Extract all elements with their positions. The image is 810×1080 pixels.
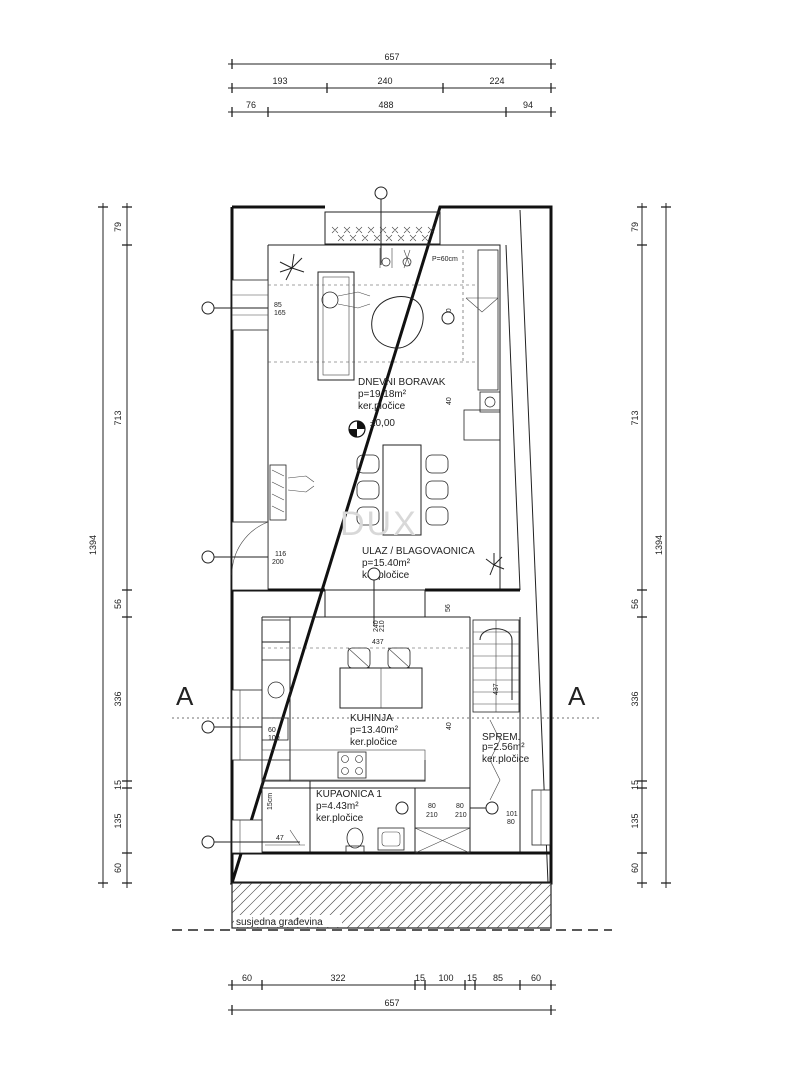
dim-bottom-15a: 15 — [415, 973, 425, 983]
door-entry-bottom: 200 — [272, 559, 284, 566]
level-label: ±0,00 — [370, 418, 395, 429]
room-dining-area: p=15.40m² — [362, 558, 411, 569]
dim-left-56: 56 — [113, 599, 123, 609]
dim-left-total: 1394 — [88, 535, 98, 555]
dim-right-total: 1394 — [654, 535, 664, 555]
opening-w12-top: 101 — [506, 811, 518, 818]
room-kitchen-area: p=13.40m² — [350, 725, 399, 736]
dim-left-336: 336 — [113, 691, 123, 706]
opening-w1-bottom: 165 — [274, 310, 286, 317]
dim-top-row2-b: 240 — [377, 76, 392, 86]
room-bathroom-floor: ker.pločice — [316, 813, 364, 824]
living-furniture — [268, 248, 501, 441]
staircase — [472, 619, 520, 801]
level-marker: ±0,00 — [348, 418, 395, 438]
opening-w4-top: 210 — [379, 620, 386, 632]
opening-w6: 56 — [445, 604, 452, 612]
dim-right-336: 336 — [630, 691, 640, 706]
dim-bottom-60b: 60 — [531, 973, 541, 983]
dim-right-15: 15 — [630, 780, 640, 790]
dim-top-row2-c: 224 — [489, 76, 504, 86]
top-dimension-lines: 657 193 240 224 76 488 94 — [228, 52, 556, 117]
opening-w3: 40 — [446, 397, 453, 405]
dim-right-60: 60 — [630, 863, 640, 873]
bottom-dimension-lines: 60 322 15 100 15 85 60 657 — [228, 973, 556, 1015]
dim-right-56: 56 — [630, 599, 640, 609]
section-line-a: A A — [172, 681, 600, 719]
opening-w13: 47 — [276, 835, 284, 842]
opening-w4-bottom: 240 — [373, 620, 380, 632]
door-entry-top: 116 — [275, 551, 286, 558]
dim-right-79: 79 — [630, 222, 640, 232]
room-storage-name: SPREM. — [482, 732, 520, 743]
room-dining-name: ULAZ / BLAGOVAONICA — [362, 546, 475, 557]
building-outline — [229, 205, 553, 885]
section-label-left: A — [176, 681, 194, 711]
room-kitchen-floor: ker.pločice — [350, 737, 398, 748]
room-living-area: p=19.18m² — [358, 389, 407, 400]
opening-w7: 40 — [446, 722, 453, 730]
section-label-right: A — [568, 681, 586, 711]
room-bathroom-area: p=4.43m² — [316, 801, 359, 812]
dim-bottom-total: 657 — [384, 998, 399, 1008]
dim-top-row3-a: 76 — [246, 100, 256, 110]
dim-top-total: 657 — [384, 52, 399, 62]
dim-bottom-85: 85 — [493, 973, 503, 983]
opening-w11-bottom: 210 — [455, 812, 467, 819]
right-dimension-lines: 1394 79 713 56 336 15 135 60 — [630, 203, 671, 888]
opening-w12-bottom: 80 — [507, 819, 515, 826]
room-dining-floor: ker.pločice — [362, 570, 410, 581]
dining-furniture — [232, 444, 505, 576]
opening-w11-top: 80 — [456, 803, 464, 810]
dim-right-713: 713 — [630, 410, 640, 425]
dim-bottom-15b: 15 — [467, 973, 477, 983]
kitchen-furniture — [261, 619, 470, 781]
opening-w5: 437 — [372, 639, 384, 646]
plant-icon — [279, 253, 305, 281]
neighbor-building-hatch: susjedna građevina — [172, 882, 612, 931]
dim-top-row3-c: 94 — [523, 100, 533, 110]
dim-right-135: 135 — [630, 813, 640, 828]
opening-w9: 437 — [493, 683, 500, 695]
room-living-floor: ker.pločice — [358, 401, 406, 412]
opening-w1-top: 85 — [274, 302, 282, 309]
dim-top-row3-b: 488 — [378, 100, 393, 110]
opening-w8-bottom: 100 — [268, 735, 280, 742]
opening-w8-top: 60 — [268, 727, 276, 734]
dim-bottom-100: 100 — [438, 973, 453, 983]
dim-top-row2-a: 193 — [272, 76, 287, 86]
dim-bottom-322: 322 — [330, 973, 345, 983]
room-storage-floor: ker.pločice — [482, 754, 530, 765]
left-dimension-lines: 1394 79 713 56 336 15 135 60 — [88, 203, 132, 888]
top-window-hatching — [331, 226, 435, 242]
neighbor-label: susjedna građevina — [236, 917, 323, 928]
opening-w10-bottom: 210 — [426, 812, 438, 819]
dim-bottom-60a: 60 — [242, 973, 252, 983]
dim-left-713: 713 — [113, 410, 123, 425]
opening-w14: 15cm — [267, 793, 274, 810]
room-kitchen-name: KUHINJA — [350, 713, 393, 724]
dim-left-15: 15 — [113, 780, 123, 790]
room-storage-area: p=2.56m² — [482, 742, 525, 753]
room-living-name: DNEVNI BORAVAK — [358, 377, 446, 388]
callout-markers — [201, 186, 499, 849]
dim-left-79: 79 — [113, 222, 123, 232]
bathroom-fixtures — [265, 827, 471, 854]
watermark-logo: DUX — [340, 505, 418, 543]
room-bathroom-name: KUPAONICA 1 — [316, 789, 382, 800]
dim-left-60: 60 — [113, 863, 123, 873]
parapet-label: P=60cm — [432, 256, 458, 263]
dim-left-135: 135 — [113, 813, 123, 828]
opening-w10-top: 80 — [428, 803, 436, 810]
